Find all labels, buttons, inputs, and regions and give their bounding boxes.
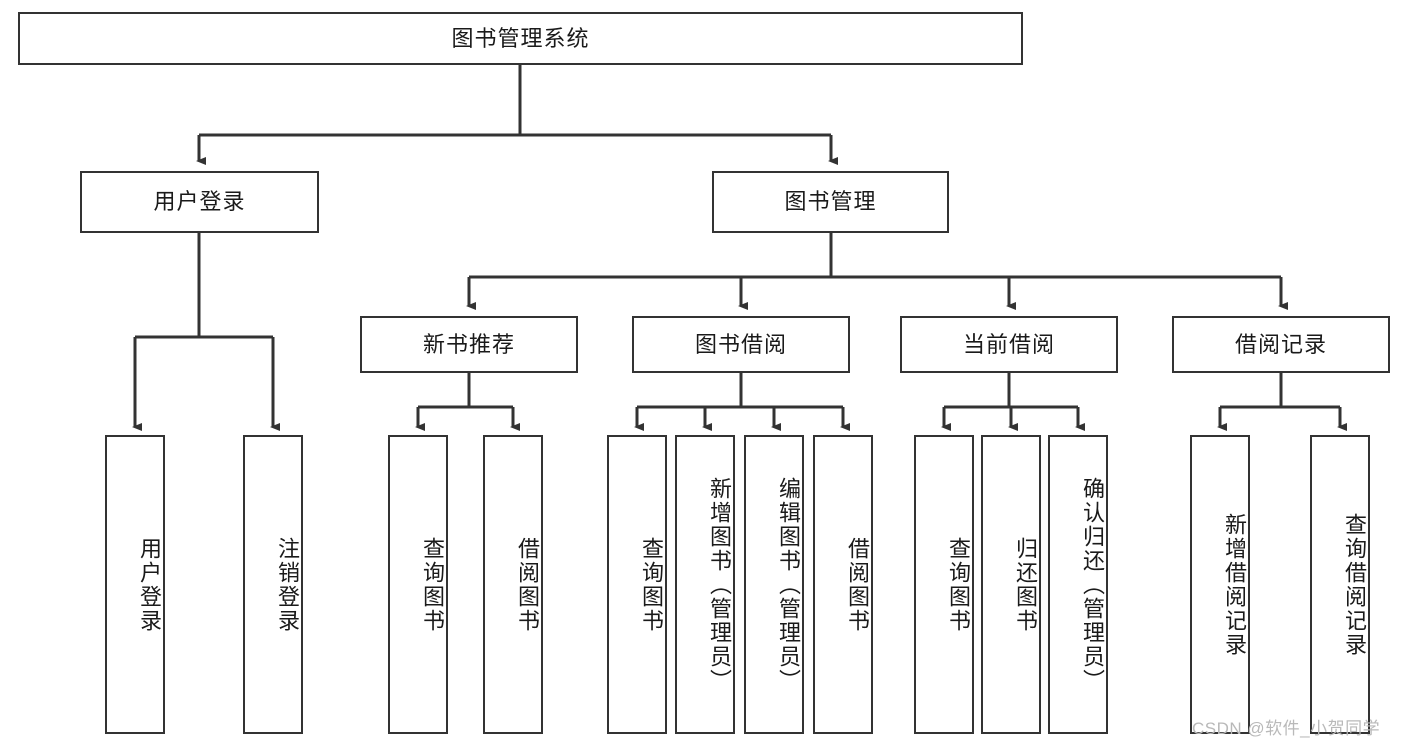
node-label: 新增借阅记录 xyxy=(1222,512,1247,657)
node-label: 注销登录 xyxy=(275,536,300,633)
node-label: 用户登录 xyxy=(137,536,162,633)
node-leaf-add-record[interactable]: 新增借阅记录 xyxy=(1190,435,1250,734)
node-leaf-query-book-2[interactable]: 查询图书 xyxy=(607,435,667,734)
node-label: 借阅图书 xyxy=(845,536,870,633)
node-label: 借阅记录 xyxy=(1234,331,1327,357)
node-label: 用户登录 xyxy=(153,189,246,215)
node-leaf-query-book-1[interactable]: 查询图书 xyxy=(388,435,448,734)
node-label: 归还图书 xyxy=(1013,536,1038,633)
node-leaf-query-record[interactable]: 查询借阅记录 xyxy=(1310,435,1370,734)
node-leaf-return-book[interactable]: 归还图书 xyxy=(981,435,1041,734)
node-borrow-record[interactable]: 借阅记录 xyxy=(1172,316,1390,373)
node-leaf-borrow-book-2[interactable]: 借阅图书 xyxy=(813,435,873,734)
node-label: 查询图书 xyxy=(420,536,445,633)
node-leaf-borrow-book-1[interactable]: 借阅图书 xyxy=(483,435,543,734)
node-book-management[interactable]: 图书管理 xyxy=(712,171,949,233)
node-label: 查询图书 xyxy=(946,536,971,633)
node-book-management-system[interactable]: 图书管理系统 xyxy=(18,12,1023,65)
node-user-login[interactable]: 用户登录 xyxy=(80,171,319,233)
node-label: 查询借阅记录 xyxy=(1342,512,1367,657)
node-label: 确认归还（管理员） xyxy=(1080,476,1105,693)
node-label: 借阅图书 xyxy=(515,536,540,633)
node-label: 编辑图书（管理员） xyxy=(776,476,801,693)
node-leaf-query-book-3[interactable]: 查询图书 xyxy=(914,435,974,734)
node-leaf-add-book[interactable]: 新增图书（管理员） xyxy=(675,435,735,734)
node-label: 新书推荐 xyxy=(422,331,515,357)
node-leaf-logout-login[interactable]: 注销登录 xyxy=(243,435,303,734)
node-current-borrow[interactable]: 当前借阅 xyxy=(900,316,1118,373)
node-leaf-user-login[interactable]: 用户登录 xyxy=(105,435,165,734)
node-label: 图书管理系统 xyxy=(451,25,590,51)
node-label: 当前借阅 xyxy=(962,331,1055,357)
node-label: 新增图书（管理员） xyxy=(707,476,732,693)
node-leaf-edit-book[interactable]: 编辑图书（管理员） xyxy=(744,435,804,734)
node-label: 查询图书 xyxy=(639,536,664,633)
node-label: 图书借阅 xyxy=(694,331,787,357)
node-leaf-confirm-return[interactable]: 确认归还（管理员） xyxy=(1048,435,1108,734)
node-label: 图书管理 xyxy=(784,189,877,215)
csdn-watermark: CSDN @软件_小贺同学 xyxy=(1192,719,1381,738)
node-new-book-recommend[interactable]: 新书推荐 xyxy=(360,316,578,373)
node-book-borrow[interactable]: 图书借阅 xyxy=(632,316,850,373)
